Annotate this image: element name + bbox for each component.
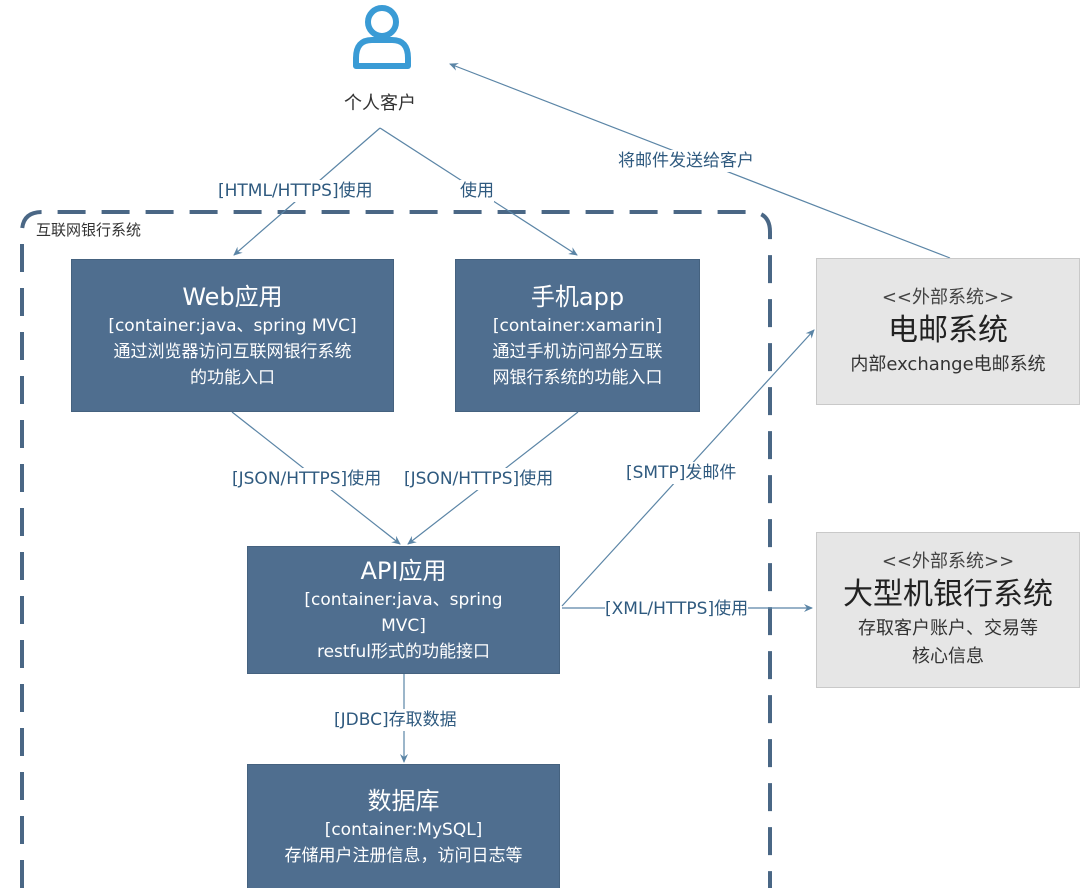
web-app-desc-1: 通过浏览器访问互联网银行系统 xyxy=(113,341,352,362)
database-container[interactable]: 数据库 [container:MySQL] 存储用户注册信息，访问日志等 xyxy=(247,764,560,888)
web-app-container[interactable]: Web应用 [container:java、spring MVC] 通过浏览器访… xyxy=(71,259,394,412)
boundary-label: 互联网银行系统 xyxy=(36,221,142,239)
email-system-title: 电邮系统 xyxy=(888,312,1008,348)
email-system-desc: 内部exchange电邮系统 xyxy=(850,353,1046,375)
mobile-app-container[interactable]: 手机app [container:xamarin] 通过手机访问部分互联 网银行… xyxy=(455,259,700,412)
mobile-app-desc-2: 网银行系统的功能入口 xyxy=(492,367,663,388)
api-app-tech-1: [container:java、spring xyxy=(304,590,503,610)
mainframe-system-desc-2: 核心信息 xyxy=(912,646,984,667)
api-app-desc: restful形式的功能接口 xyxy=(316,642,491,662)
mainframe-system-desc-1: 存取客户账户、交易等 xyxy=(858,618,1038,639)
person-icon xyxy=(353,5,411,69)
mainframe-system-box[interactable]: <<外部系统>> 大型机银行系统 存取客户账户、交易等 核心信息 xyxy=(816,532,1080,688)
mobile-app-desc-1: 通过手机访问部分互联 xyxy=(492,341,663,362)
mobile-app-tech: [container:xamarin] xyxy=(492,315,663,336)
web-app-title: Web应用 xyxy=(182,282,283,311)
label-person-mobile: 使用 xyxy=(460,180,494,202)
label-person-web: [HTML/HTTPS]使用 xyxy=(218,180,373,202)
label-api-mainframe: [XML/HTTPS]使用 xyxy=(605,598,749,620)
database-title: 数据库 xyxy=(367,787,440,815)
email-system-stereotype: <<外部系统>> xyxy=(881,286,1015,308)
api-app-tech-2: MVC] xyxy=(381,616,426,636)
mobile-app-title: 手机app xyxy=(530,282,625,311)
database-desc: 存储用户注册信息，访问日志等 xyxy=(284,846,523,866)
label-mobile-api: [JSON/HTTPS]使用 xyxy=(404,468,554,490)
mainframe-system-stereotype: <<外部系统>> xyxy=(881,551,1015,572)
api-app-container[interactable]: API应用 [container:java、spring MVC] restfu… xyxy=(247,546,560,674)
label-api-db: [JDBC]存取数据 xyxy=(334,709,457,731)
label-api-email: [SMTP]发邮件 xyxy=(626,462,737,484)
web-app-desc-2: 的功能入口 xyxy=(190,367,275,388)
web-app-tech: [container:java、spring MVC] xyxy=(108,315,357,336)
label-email-person: 将邮件发送给客户 xyxy=(618,150,754,172)
api-app-title: API应用 xyxy=(360,557,447,585)
email-system-box[interactable]: <<外部系统>> 电邮系统 内部exchange电邮系统 xyxy=(816,258,1080,405)
mainframe-system-title: 大型机银行系统 xyxy=(843,577,1053,612)
system-boundary xyxy=(20,210,772,888)
label-web-api: [JSON/HTTPS]使用 xyxy=(232,468,382,490)
person-label: 个人客户 xyxy=(344,93,416,114)
database-tech: [container:MySQL] xyxy=(324,820,483,840)
